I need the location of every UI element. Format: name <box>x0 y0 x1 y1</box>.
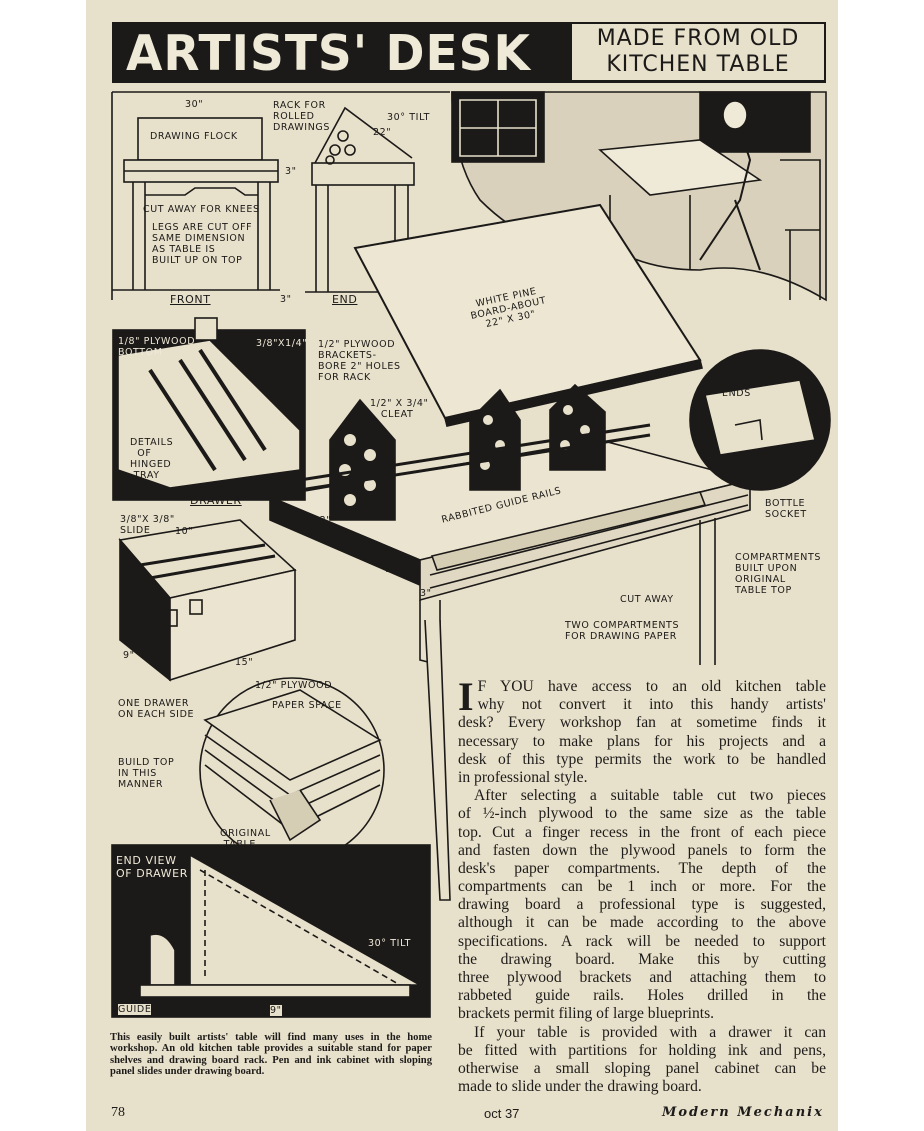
label-front: FRONT <box>170 293 211 306</box>
label-plywood-bottom: 1/8" PLYWOOD BOTTOM <box>118 336 196 358</box>
label-drawer: DRAWER <box>190 494 242 507</box>
article-line: be fitted with partitions for holding in… <box>458 1041 826 1059</box>
subtitle-box <box>572 24 824 80</box>
label-cut-away: CUT AWAY <box>620 594 674 605</box>
label-dim-12: 12" <box>313 515 332 526</box>
magazine-name: Modern Mechanix <box>662 1105 824 1120</box>
label-tilt-top: 30° TILT <box>387 112 431 123</box>
label-compartments: COMPARTMENTS BUILT UPON ORIGINAL TABLE T… <box>735 552 821 596</box>
article-line: F YOU have access to an old kitchen tabl… <box>477 678 826 695</box>
article-body: I F YOU have access to an old kitchen ta… <box>458 674 826 1096</box>
mortised-ends-inset <box>689 349 831 491</box>
label-dim-9: 9" <box>385 564 397 575</box>
drawer-end-view <box>111 844 431 1018</box>
article-line: of ½-inch plywood to the same size as th… <box>458 805 826 823</box>
label-end-9: 9" <box>270 1005 282 1016</box>
article-line: the drawing board. Make this by cutting <box>458 950 826 968</box>
article-line: brackets permit filing of large blueprin… <box>458 1005 715 1023</box>
label-guide: GUIDE <box>118 1004 152 1015</box>
hinged-tray-detail <box>112 317 306 501</box>
artist-scene-inset <box>451 91 827 302</box>
label-top-height: 3" <box>285 166 297 177</box>
label-tray-strip: 3/8"X1/4" <box>256 338 308 349</box>
label-dim-3: 3" <box>420 588 432 599</box>
drawer-drawing <box>118 519 297 682</box>
label-half-plywood: 1/2" PLYWOOD <box>255 680 333 691</box>
label-board-length: 22" <box>373 127 392 138</box>
label-legs-note: LEGS ARE CUT OFF SAME DIMENSION AS TABLE… <box>152 222 253 266</box>
label-drawer-15: 15" <box>235 657 254 668</box>
article-line: three plywood brackets and attaching the… <box>458 969 826 986</box>
article-line: and fasten down the plywood panels to fo… <box>458 841 826 859</box>
label-original-top: ORIGINAL TABLE TOP <box>220 828 271 861</box>
subtitle-line-2: KITCHEN TABLE <box>606 52 790 77</box>
label-cut-away-knees: CUT AWAY FOR KNEES <box>143 204 260 215</box>
label-drawer-10: 10" <box>175 526 194 537</box>
article-line: although it can be made according to the… <box>458 914 826 932</box>
label-brackets: 1/2" PLYWOOD BRACKETS- BORE 2" HOLES FOR… <box>318 339 401 383</box>
label-drawing-flock: DRAWING FLOCK <box>150 131 238 142</box>
label-front-width: 30" <box>185 99 204 110</box>
label-two-compartments: TWO COMPARTMENTS FOR DRAWING PAPER <box>565 620 680 642</box>
label-tray-lifts: TRAY LIFTS UP <box>320 893 378 915</box>
label-mortised-ends: MORTISED ENDS <box>722 377 777 399</box>
figure-caption: This easily built artists' table will fi… <box>110 1032 432 1077</box>
label-end-view: END VIEW OF DRAWER <box>116 854 188 880</box>
article-line: specifications. A rack will be needed to… <box>458 932 826 950</box>
article-line: top. Cut a finger recess in the front of… <box>458 823 826 841</box>
label-cleat: 1/2" X 3/4" CLEAT <box>370 398 429 420</box>
article-line: otherwise a small sloping panel cabinet … <box>458 1059 826 1077</box>
label-tilt-bottom: 30° TILT <box>368 938 412 949</box>
article-line: drawing board a professional type is sug… <box>458 896 826 914</box>
article-line: If your table is provided with a drawer … <box>474 1023 826 1041</box>
label-one-drawer: ONE DRAWER ON EACH SIDE <box>118 698 195 720</box>
rack-brackets <box>299 383 651 521</box>
article-line: After selecting a suitable table cut two… <box>474 787 826 805</box>
front-view-drawing <box>112 117 280 291</box>
article-line: desk? Every workshop fan at sometime fin… <box>458 714 826 732</box>
label-drawer-9: 9" <box>123 650 135 661</box>
label-paper-space: PAPER SPACE <box>272 700 342 711</box>
label-hinged-tray: DETAILS OF HINGED TRAY <box>130 437 174 481</box>
table-drawing <box>267 439 751 901</box>
article-line: made to slide under the drawing board. <box>458 1078 702 1096</box>
label-slide: 3/8"X 3/8" SLIDE <box>120 514 175 536</box>
end-view-drawing <box>305 106 420 293</box>
article-line: rabbeted guide rails. Holes drilled in t… <box>458 987 826 1005</box>
drop-cap: I <box>458 674 474 719</box>
article-line: desk of this type permits the work to be… <box>458 750 826 768</box>
label-build-top: BUILD TOP IN THIS MANNER <box>118 757 175 790</box>
article-line: why not convert it into this handy artis… <box>477 696 826 714</box>
label-leg-cut: 3" <box>280 294 292 305</box>
article-line: desk's paper compartments. The depth of … <box>458 859 826 877</box>
issue-date: oct 37 <box>484 1106 520 1121</box>
article-title: ARTISTS' DESK <box>126 24 531 83</box>
article-line: compartments can be 1 inch or more. For … <box>458 878 826 896</box>
label-bottle-socket: BOTTLE SOCKET <box>765 498 807 520</box>
article-line: in professional style. <box>458 768 588 786</box>
label-end: END <box>332 293 358 306</box>
page-number: 78 <box>111 1105 125 1120</box>
article-line: necessary to make plans for his projects… <box>458 732 826 750</box>
build-top-detail <box>199 677 385 863</box>
subtitle-line-1: MADE FROM OLD <box>596 26 800 51</box>
article-subtitle: MADE FROM OLD KITCHEN TABLE <box>580 26 816 78</box>
label-rack-rolled-drawings: RACK FOR ROLLED DRAWINGS <box>273 100 331 133</box>
